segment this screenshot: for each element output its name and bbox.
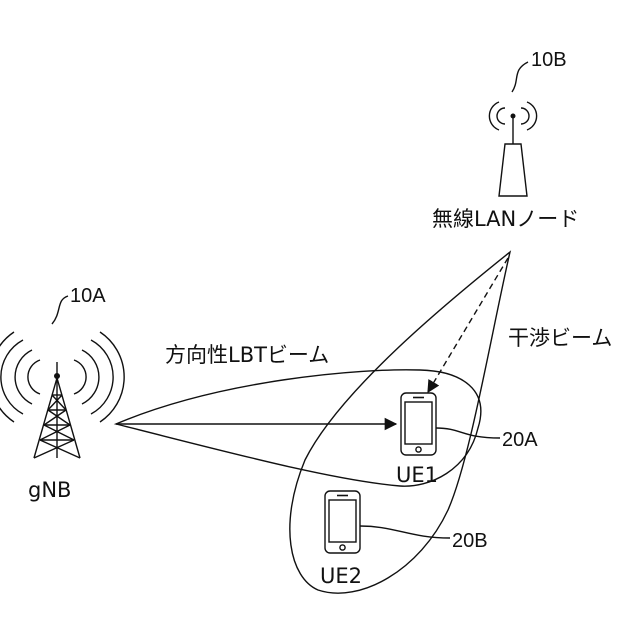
ue1-ref-leader — [436, 428, 500, 438]
ue2-label: UE2 — [320, 564, 362, 588]
wlan-antenna-dot — [511, 114, 516, 119]
lbt-beam-label: 方向性LBTビーム — [165, 343, 329, 367]
ue2-ref-leader — [360, 526, 450, 538]
gnb-ref-leader — [52, 296, 68, 324]
gnb-label: gNB — [28, 478, 71, 502]
ue2-ref-label: 20B — [452, 530, 488, 552]
interference-signal-arrow — [428, 258, 508, 392]
gnb-ref-label: 10A — [70, 285, 106, 307]
ue1-ref-label: 20A — [502, 429, 538, 451]
wlan-node-label: 無線LANノード — [432, 207, 579, 231]
wlan-ref-label: 10B — [531, 49, 567, 71]
gnb-antenna-dot — [54, 373, 60, 379]
interference-beam-label: 干渉ビーム — [508, 326, 612, 350]
gnb-tower-icon — [0, 332, 124, 458]
ue1-label: UE1 — [396, 463, 438, 487]
wlan-ref-leader — [512, 62, 528, 92]
ue2-phone-icon — [325, 491, 360, 553]
ue1-phone-icon — [401, 393, 436, 455]
